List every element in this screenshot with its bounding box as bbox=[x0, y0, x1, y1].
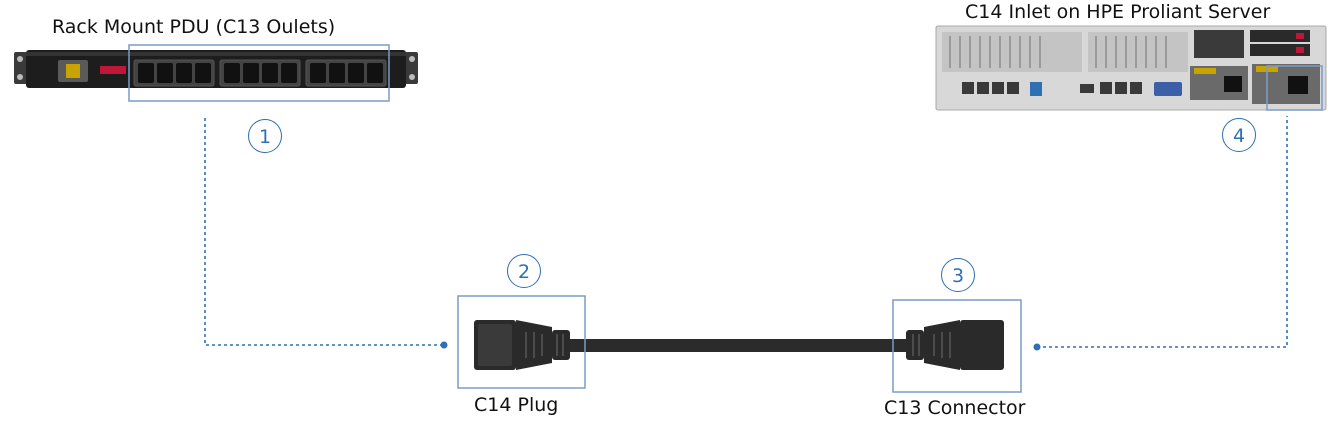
pdu-label: Rack Mount PDU (C13 Oulets) bbox=[52, 16, 336, 38]
c13-connector-highlight bbox=[892, 299, 1022, 393]
connector-line-dot bbox=[1033, 343, 1041, 351]
power-cable bbox=[568, 339, 908, 352]
marker-4: 4 bbox=[1222, 118, 1256, 152]
marker-2: 2 bbox=[507, 254, 541, 288]
pdu-to-plug-line bbox=[204, 118, 444, 346]
pdu-outlets-highlight bbox=[128, 44, 390, 102]
marker-1: 1 bbox=[248, 119, 282, 153]
plug-line-dot bbox=[440, 341, 448, 349]
c14-plug-label: C14 Plug bbox=[474, 394, 559, 416]
server-label: C14 Inlet on HPE Proliant Server bbox=[965, 1, 1271, 23]
c14-plug-highlight bbox=[457, 295, 586, 389]
c14-plug-image bbox=[474, 320, 570, 370]
server-inlet-highlight bbox=[1266, 65, 1323, 111]
server-image bbox=[935, 25, 1327, 111]
marker-3: 3 bbox=[941, 258, 975, 292]
pdu-image bbox=[14, 50, 418, 88]
c13-connector-image bbox=[906, 320, 1004, 370]
connector-to-server-line bbox=[1037, 116, 1288, 348]
c13-connector-label: C13 Connector bbox=[884, 397, 1026, 419]
